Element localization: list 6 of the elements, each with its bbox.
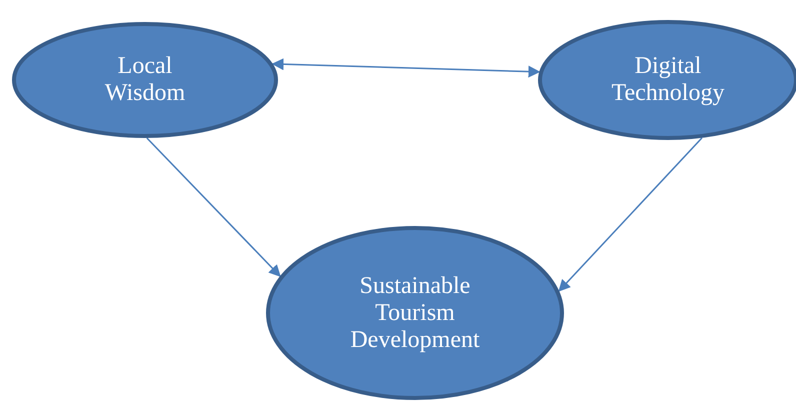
arrow [272, 58, 540, 78]
node-label: Digital Technology [610, 53, 726, 107]
node-label: Local Wisdom [104, 53, 186, 107]
node-label: Sustainable Tourism Development [349, 272, 481, 354]
arrow [146, 137, 281, 277]
arrow [558, 137, 703, 292]
